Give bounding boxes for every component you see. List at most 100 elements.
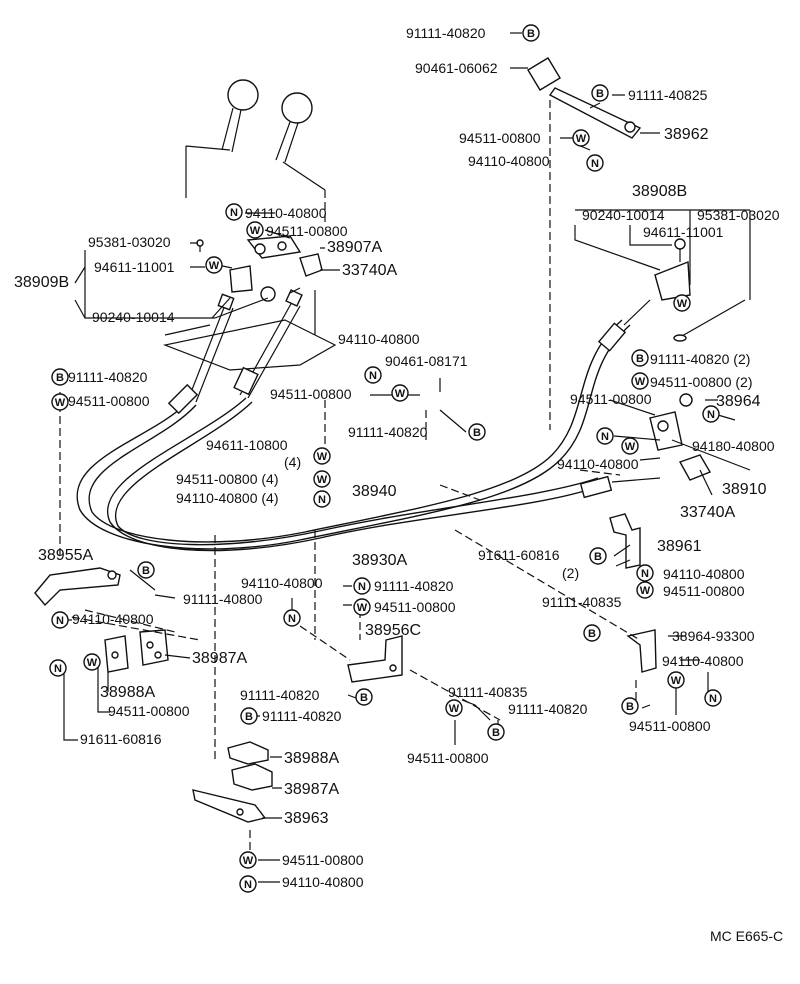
shift-lever-assembly xyxy=(162,79,337,403)
label-l44: 38955A xyxy=(38,547,93,564)
washer-symbol-icon: W xyxy=(445,699,463,717)
bolt-symbol-icon: B xyxy=(51,368,69,386)
label-l58: 91111-40820 xyxy=(240,687,320,703)
clamp-left-group xyxy=(104,629,169,673)
nut-symbol-icon: N xyxy=(702,405,720,423)
label-l64: 38988A xyxy=(284,750,339,767)
bolt-symbol-letter: B xyxy=(594,551,602,563)
label-l59: 91111-40820 xyxy=(262,708,342,724)
washer-symbol-letter: W xyxy=(317,451,328,463)
nut-symbol-icon: N xyxy=(596,427,614,445)
nut-symbol-icon: N xyxy=(704,689,722,707)
nut-symbol-letter: N xyxy=(709,693,717,705)
nut-symbol-icon: N xyxy=(364,366,382,384)
footer-code: MC E665-C xyxy=(710,928,783,944)
label-l31: 38910 xyxy=(722,481,767,498)
bolt-symbol-icon: B xyxy=(589,547,607,565)
bolt-symbol-letter: B xyxy=(473,427,481,439)
label-l14: 38907A xyxy=(327,239,382,256)
nut-symbol-letter: N xyxy=(244,879,252,891)
label-l36: 94110-40800 (4) xyxy=(176,490,278,506)
label-l47: 94110-40800 xyxy=(241,575,323,591)
nut-symbol-icon: N xyxy=(586,154,604,172)
label-l62: 94511-00800 xyxy=(407,750,489,766)
bolt-symbol-icon: B xyxy=(631,349,649,367)
label-l34: (4) xyxy=(284,454,301,470)
washer-symbol-letter: W xyxy=(87,657,98,669)
washer-symbol-icon: W xyxy=(313,447,331,465)
washer-symbol-icon: W xyxy=(673,294,691,312)
nut-symbol-letter: N xyxy=(230,207,238,219)
washer-symbol-icon: W xyxy=(246,221,264,239)
washer-symbol-letter: W xyxy=(209,260,220,272)
label-l12: 94511-00800 xyxy=(266,223,348,239)
label-l08: 90240-10014 xyxy=(582,207,665,223)
bolt-symbol-icon: B xyxy=(468,423,486,441)
label-l51: 91111-40835 xyxy=(542,594,622,610)
label-l37: 38940 xyxy=(352,483,397,500)
label-l55: 38988A xyxy=(100,684,155,701)
label-l43: 94511-00800 xyxy=(663,583,745,599)
label-l49: 94511-00800 xyxy=(374,599,456,615)
washer-symbol-icon: W xyxy=(83,653,101,671)
label-l30: 94110-40800 xyxy=(557,456,639,472)
washer-symbol-icon: W xyxy=(667,671,685,689)
label-l63: 94511-00800 xyxy=(629,718,711,734)
nut-symbol-icon: N xyxy=(313,490,331,508)
washer-symbol-letter: W xyxy=(395,388,406,400)
bolt-symbol-letter: B xyxy=(492,727,500,739)
label-l20: 90461-08171 xyxy=(385,353,468,369)
label-l22: 91111-40820 xyxy=(348,424,428,440)
label-l33: 94611-10800 xyxy=(206,437,288,453)
washer-symbol-letter: W xyxy=(671,675,682,687)
label-l27: 94511-00800 xyxy=(570,391,652,407)
label-l42: 94110-40800 xyxy=(663,566,745,582)
washer-symbol-icon: W xyxy=(353,598,371,616)
nut-symbol-icon: N xyxy=(225,203,243,221)
label-l35: 94511-00800 (4) xyxy=(176,471,278,487)
label-l29: 94180-40800 xyxy=(692,438,775,454)
bracket-38956C xyxy=(347,635,403,683)
nut-symbol-letter: N xyxy=(54,663,62,675)
washer-symbol-icon: W xyxy=(621,437,639,455)
label-l45: 91111-40800 xyxy=(183,591,263,607)
nut-symbol-letter: N xyxy=(369,370,377,382)
washer-symbol-letter: W xyxy=(317,474,328,486)
label-l21: 94511-00800 xyxy=(270,386,352,402)
label-l50: 38956C xyxy=(365,622,421,639)
washer-symbol-icon: W xyxy=(572,129,590,147)
label-l41: (2) xyxy=(562,565,579,581)
label-l10: 94611-11001 xyxy=(643,224,724,240)
bolt-symbol-letter: B xyxy=(636,353,644,365)
washer-symbol-letter: W xyxy=(250,225,261,237)
label-l28: 38964 xyxy=(716,393,761,410)
label-l56: 94511-00800 xyxy=(108,703,190,719)
bottom-clamp-stack xyxy=(192,741,273,823)
label-l60: 91111-40835 xyxy=(448,684,528,700)
label-l23: 91111-40820 xyxy=(68,369,148,385)
washer-symbol-icon: W xyxy=(636,581,654,599)
bolt-symbol-icon: B xyxy=(487,723,505,741)
label-l48: 91111-40820 xyxy=(374,578,454,594)
label-l17: 38909B xyxy=(14,274,69,291)
label-l38: 38930A xyxy=(352,552,407,569)
label-l54: 38987A xyxy=(192,650,247,667)
label-l24: 94511-00800 xyxy=(68,393,150,409)
washer-symbol-icon: W xyxy=(51,393,69,411)
label-l32: 33740A xyxy=(680,504,735,521)
washer-symbol-icon: W xyxy=(205,256,223,274)
label-l09: 95381-03020 xyxy=(697,207,780,223)
label-l11: 94110-40800 xyxy=(245,205,327,221)
nut-symbol-icon: N xyxy=(353,577,371,595)
label-l39: 38961 xyxy=(657,538,702,555)
washer-symbol-icon: W xyxy=(391,384,409,402)
nut-symbol-icon: N xyxy=(283,609,301,627)
bolt-symbol-icon: B xyxy=(240,707,258,725)
bolt-symbol-icon: B xyxy=(621,697,639,715)
bolt-symbol-letter: B xyxy=(596,88,604,100)
bolt-symbol-icon: B xyxy=(522,24,540,42)
shift-cables xyxy=(76,299,661,552)
nut-symbol-letter: N xyxy=(56,615,64,627)
